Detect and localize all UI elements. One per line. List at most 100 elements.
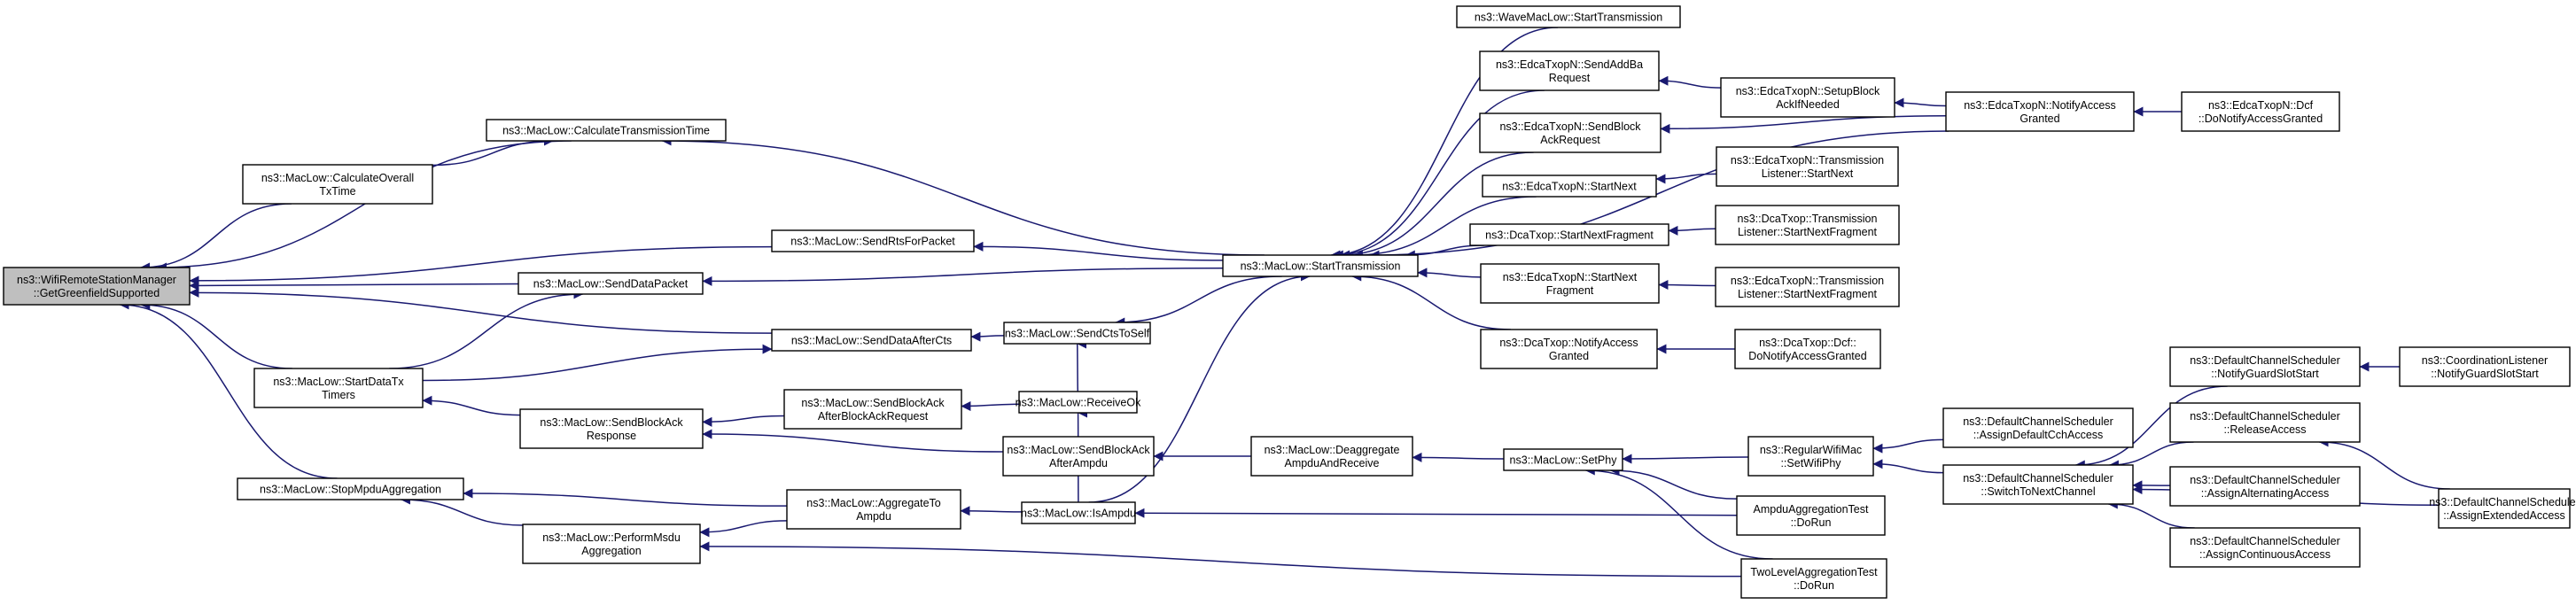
node-label-line: ::AssignContinuousAccess [2199, 548, 2331, 561]
node-box [1716, 146, 1899, 187]
node-label-line: ns3::DcaTxop::Dcf:: [1759, 337, 1856, 349]
node-box [2169, 346, 2361, 387]
call-edge-n29-to-n23 [1658, 280, 1716, 291]
graph-node-n25[interactable]: ns3::MacLow::SetPhy [1503, 448, 1623, 471]
node-box [1456, 5, 1681, 28]
node-label-line: Ampdu [856, 510, 891, 523]
node-box [2169, 402, 2361, 443]
call-edge-n38-to-n36 [2074, 385, 2228, 470]
graph-node-n30[interactable]: ns3::DcaTxop::Dcf::DoNotifyAccessGranted [1734, 329, 1881, 369]
call-edge-n20-to-n16 [1340, 151, 1534, 260]
node-label-line: ns3::MacLow::Deaggregate [1265, 444, 1400, 456]
graph-node-n8[interactable]: ns3::MacLow::StopMpduAggregation [237, 477, 464, 500]
node-label-line: ns3::MacLow::StartTransmission [1241, 260, 1401, 273]
graph-node-n13[interactable]: ns3::MacLow::ReceiveOk [1016, 391, 1141, 414]
graph-node-n31[interactable]: ns3::RegularWifiMac::SetWifiPhy [1747, 436, 1874, 477]
node-box [1736, 495, 1886, 536]
graph-node-n29[interactable]: ns3::EdcaTxopN::TransmissionListener::St… [1715, 267, 1900, 307]
call-edge-n34-to-n26 [1894, 97, 1947, 108]
node-box [1945, 91, 2135, 132]
graph-node-n23[interactable]: ns3::EdcaTxopN::StartNextFragment [1480, 263, 1660, 304]
node-box [783, 389, 962, 430]
node-box [786, 489, 961, 530]
graph-node-n40[interactable]: ns3::DefaultChannelScheduler::AssignAlte… [2169, 466, 2361, 507]
node-label-line: Listener::StartNextFragment [1738, 288, 1878, 300]
graph-node-n32[interactable]: AmpduAggregationTest::DoRun [1736, 495, 1886, 536]
node-box [242, 164, 433, 205]
call-edge-n16-to-n3 [973, 241, 1224, 261]
node-label-line: ::SetWifiPhy [1780, 457, 1841, 469]
node-label-line: ns3::EdcaTxopN::NotifyAccess [1964, 99, 2116, 112]
graph-node-n42[interactable]: ns3::CoordinationListener::NotifyGuardSl… [2399, 346, 2571, 387]
graph-node-n15[interactable]: ns3::MacLow::IsAmpdu [1021, 501, 1136, 524]
graph-node-n37[interactable]: ns3::EdcaTxopN::Dcf::DoNotifyAccessGrant… [2181, 91, 2340, 132]
node-label-line: ::DoRun [1794, 579, 1834, 592]
graph-node-n3[interactable]: ns3::MacLow::SendRtsForPacket [771, 229, 975, 252]
call-edge-n24-to-n16 [1351, 271, 1511, 330]
call-edge-n14-to-n7 [702, 429, 1004, 453]
node-box [518, 272, 704, 295]
node-label-line: Listener::StartNextFragment [1738, 226, 1878, 238]
node-label-line: ns3::MacLow::CalculateTransmissionTime [502, 125, 710, 137]
call-edge-n19-to-n16 [1333, 89, 1545, 260]
graph-node-n33[interactable]: TwoLevelAggregationTest::DoRun [1740, 558, 1887, 599]
node-label-line: ns3::MacLow::ReceiveOk [1016, 397, 1141, 409]
call-edge-n26-to-n19 [1658, 75, 1722, 89]
graph-node-n16[interactable]: ns3::MacLow::StartTransmission [1222, 254, 1419, 277]
node-label-line: ::DoNotifyAccessGranted [2199, 112, 2323, 125]
call-edge-n16-to-n4 [702, 267, 1224, 286]
node-label-line: Granted [1549, 350, 1589, 362]
node-label-line: ns3::MacLow::SendBlockAck [1007, 444, 1150, 456]
node-label-line: ns3::MacLow::SendDataAfterCts [791, 335, 952, 347]
node-box [2169, 466, 2361, 507]
graph-node-n10[interactable]: ns3::MacLow::SendBlockAckAfterBlockAckRe… [783, 389, 962, 430]
node-label-line: ns3::EdcaTxopN::StartNext [1502, 181, 1637, 193]
node-label-line: ns3::MacLow::CalculateOverall [261, 172, 414, 184]
graph-node-n21[interactable]: ns3::EdcaTxopN::StartNext [1482, 175, 1657, 198]
node-box [1021, 501, 1136, 524]
node-box [1482, 175, 1657, 198]
call-edge-n33-to-n9 [699, 541, 1742, 578]
node-box [519, 408, 704, 449]
node-label-line: ns3::CoordinationListener [2422, 354, 2548, 367]
node-label-line: ns3::MacLow::StopMpduAggregation [260, 484, 441, 496]
graph-node-n12[interactable]: ns3::MacLow::SendCtsToSelf [1003, 322, 1151, 345]
graph-node-n24[interactable]: ns3::DcaTxop::NotifyAccessGranted [1480, 329, 1658, 369]
graph-node-n39[interactable]: ns3::DefaultChannelScheduler::ReleaseAcc… [2169, 402, 2361, 443]
node-layer: ns3::WifiRemoteStationManager::GetGreenf… [3, 5, 2576, 599]
graph-node-n28[interactable]: ns3::DcaTxop::TransmissionListener::Star… [1715, 205, 1900, 245]
graph-node-n35[interactable]: ns3::DefaultChannelScheduler::AssignDefa… [1942, 407, 2134, 448]
graph-node-n27[interactable]: ns3::EdcaTxopN::TransmissionListener::St… [1716, 146, 1899, 187]
node-box [1942, 464, 2134, 505]
graph-node-n34[interactable]: ns3::EdcaTxopN::NotifyAccessGranted [1945, 91, 2135, 132]
call-edge-n13-to-n10 [961, 401, 1020, 412]
graph-node-n22[interactable]: ns3::DcaTxop::StartNextFragment [1469, 223, 1669, 246]
node-label-line: ns3::DefaultChannelScheduler [2190, 410, 2340, 423]
node-label-line: ::AssignAlternatingAccess [2201, 487, 2330, 500]
graph-node-n0[interactable]: ns3::WifiRemoteStationManager::GetGreenf… [3, 267, 191, 306]
graph-node-n36[interactable]: ns3::DefaultChannelScheduler::SwitchToNe… [1942, 464, 2134, 505]
graph-node-n38[interactable]: ns3::DefaultChannelScheduler::NotifyGuar… [2169, 346, 2361, 387]
graph-node-n18[interactable]: ns3::WaveMacLow::StartTransmission [1456, 5, 1681, 28]
graph-node-n41[interactable]: ns3::DefaultChannelScheduler::AssignCont… [2169, 527, 2361, 568]
call-edge-n11-to-n9 [699, 520, 788, 538]
node-box [2169, 527, 2361, 568]
call-edge-n7-to-n6 [422, 395, 521, 416]
graph-node-n4[interactable]: ns3::MacLow::SendDataPacket [518, 272, 704, 295]
graph-node-n5[interactable]: ns3::MacLow::SendDataAfterCts [771, 329, 972, 352]
graph-node-n43[interactable]: ns3::DefaultChannelScheduler::AssignExte… [2429, 488, 2576, 529]
node-box [522, 524, 701, 564]
node-box [253, 368, 424, 408]
graph-node-n1[interactable]: ns3::MacLow::CalculateTransmissionTime [486, 119, 727, 142]
node-label-line: Response [587, 430, 636, 442]
